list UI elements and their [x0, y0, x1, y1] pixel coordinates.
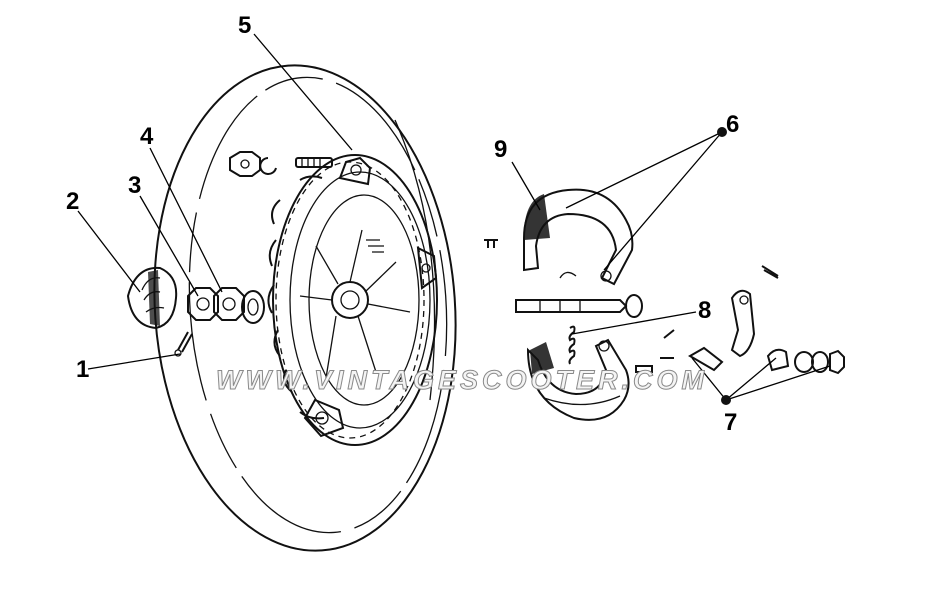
castle-nut [187, 287, 219, 321]
callout-5: 5 [238, 12, 251, 39]
callout-4: 4 [140, 123, 154, 150]
brake-cam-shaft [515, 294, 643, 318]
small-clip [484, 239, 498, 248]
callout-6-junction [717, 127, 727, 137]
callout-3: 3 [128, 172, 141, 199]
callout-7-junction [721, 395, 731, 405]
return-spring [568, 325, 576, 365]
lever-linkage [635, 329, 724, 373]
split-pin [174, 331, 193, 357]
upper-brake-shoe [523, 188, 634, 286]
washer [241, 290, 265, 324]
callout-1: 1 [76, 356, 89, 383]
callout-6: 6 [726, 111, 739, 138]
brake-lever [730, 265, 779, 358]
leader-lines [77, 33, 831, 401]
hub-cap [126, 266, 178, 330]
watermark-text: WWW.VINTAGESCOOTER.COM [216, 365, 708, 395]
stud-nut-washer-set [229, 151, 333, 177]
lower-brake-shoe [526, 338, 630, 421]
adjuster-nuts [766, 348, 845, 375]
callout-9: 9 [494, 136, 507, 163]
callout-2: 2 [66, 188, 79, 215]
hub-brake-drum [267, 154, 438, 446]
callout-8: 8 [698, 297, 711, 324]
hex-nut [213, 287, 245, 321]
callout-7: 7 [724, 409, 737, 436]
